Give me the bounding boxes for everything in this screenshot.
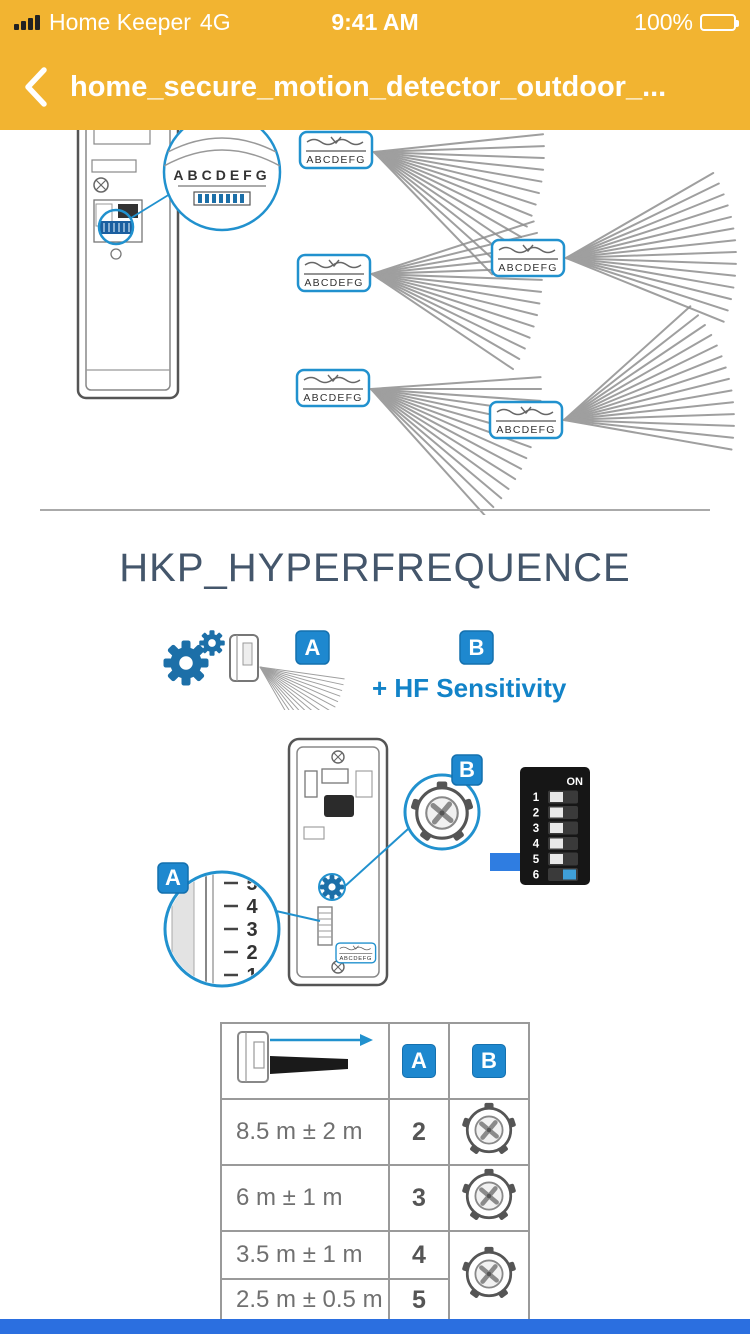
beam-pattern-diagram: ABCDEFG <box>40 130 750 524</box>
hf-sensitivity-label: + HF Sensitivity <box>372 673 567 703</box>
zoom-beam-label: ABCDEFG <box>173 167 270 183</box>
detector-head <box>295 368 371 408</box>
nav-bar: home_secure_motion_detector_outdoor_... <box>0 44 750 130</box>
range-table: A B 8.5 m ± 2 m 2 6 m ± 1 m 3 3.5 m ± 1 … <box>220 1022 530 1322</box>
detector-head <box>490 238 566 278</box>
dip-on-label: ON <box>567 776 584 788</box>
beam-fan <box>250 666 345 746</box>
dip-connector <box>100 221 132 234</box>
magnifier-callout: ABCDEFG <box>162 130 282 232</box>
badge-a: A <box>295 630 330 665</box>
detector-internal-view <box>287 737 389 987</box>
screw-icon <box>331 960 345 974</box>
range-value: 8.5 m ± 2 m <box>220 1098 390 1166</box>
col-b-header: B <box>448 1022 530 1100</box>
svg-text:4: 4 <box>246 896 258 918</box>
beam-fan <box>370 376 551 524</box>
beam-fan <box>565 172 750 376</box>
col-a-header: A <box>388 1022 450 1100</box>
svg-text:5: 5 <box>246 873 257 895</box>
setting-a-value: 5 <box>388 1278 450 1322</box>
svg-text:1: 1 <box>246 965 257 987</box>
setting-a-value: 4 <box>388 1230 450 1280</box>
svg-text:3: 3 <box>533 823 539 835</box>
table-row: 8.5 m ± 2 m 2 <box>220 1098 530 1166</box>
detector-head <box>488 400 564 440</box>
hf-potentiometer <box>320 875 344 899</box>
beam-fan <box>563 305 750 521</box>
svg-text:5: 5 <box>533 854 540 866</box>
svg-text:3: 3 <box>246 919 257 941</box>
detector-front-view <box>76 130 180 400</box>
svg-text:6: 6 <box>533 870 539 882</box>
range-value: 3.5 m ± 1 m <box>220 1230 390 1280</box>
svg-text:A: A <box>305 635 321 660</box>
table-row: 2.5 m ± 0.5 m 5 <box>220 1278 529 1322</box>
hf-settings-legend: A B + HF Sensitivity <box>163 630 567 746</box>
range-icon-cell <box>220 1022 390 1100</box>
gear-icon-small <box>199 630 225 656</box>
back-button[interactable] <box>16 59 56 115</box>
battery-icon <box>700 13 739 31</box>
cell-signal-icon <box>14 14 40 30</box>
badge-b: B <box>459 757 475 782</box>
setting-a-value: 3 <box>388 1164 450 1232</box>
dip-switch-6-on <box>563 869 576 880</box>
table-row: 6 m ± 1 m 3 <box>220 1164 530 1232</box>
adjustment-diagram: B ON 1 2 3 4 5 6 <box>157 737 590 988</box>
badge-a: A <box>165 865 181 890</box>
carrier-label: Home Keeper <box>49 8 191 35</box>
clock-label: 9:41 AM <box>331 8 419 35</box>
detector-head-mini <box>335 942 377 964</box>
bottom-bar <box>0 1319 750 1334</box>
sensitivity-dial-icon <box>460 1167 518 1225</box>
range-arrow-icon <box>237 1030 373 1083</box>
zoom-source-circle <box>97 208 135 246</box>
range-value: 2.5 m ± 0.5 m <box>220 1278 390 1322</box>
badge-b: B <box>472 1044 506 1078</box>
badge-a: A <box>402 1044 436 1078</box>
document-viewer[interactable]: ABCDEFG <box>0 130 750 1334</box>
badge-b: B <box>459 630 494 665</box>
range-value: 6 m ± 1 m <box>220 1164 390 1232</box>
screw-icon <box>93 177 109 193</box>
setting-a-value: 2 <box>388 1098 450 1166</box>
app-header: Home Keeper 4G 9:41 AM 100% home_secure_… <box>0 0 750 130</box>
document-title: home_secure_motion_detector_outdoor_... <box>70 70 667 103</box>
svg-text:1: 1 <box>533 792 540 804</box>
detector-side-view <box>229 634 259 682</box>
network-label: 4G <box>199 8 231 35</box>
dip-switch-block: ON 1 2 3 4 5 6 <box>520 767 590 885</box>
status-bar: Home Keeper 4G 9:41 AM 100% <box>0 0 750 44</box>
battery-percent-label: 100% <box>634 8 693 35</box>
screw-icon <box>331 750 345 764</box>
svg-text:2: 2 <box>533 808 539 820</box>
callout-a: 5 4 3 2 1 A <box>157 862 281 988</box>
page-title: HKP_HYPERFREQUENCE <box>119 546 631 590</box>
sensitivity-dial-icon <box>460 1101 518 1159</box>
callout-b: B <box>403 754 483 851</box>
svg-text:B: B <box>469 635 485 660</box>
chevron-left-icon <box>25 67 47 107</box>
dial-cell <box>448 1098 530 1166</box>
dial-cell <box>448 1164 530 1232</box>
sensitivity-dial-icon <box>460 1245 518 1303</box>
detector-head <box>296 253 372 293</box>
svg-text:2: 2 <box>246 942 257 964</box>
table-row: 3.5 m ± 1 m 4 <box>220 1230 530 1322</box>
detector-head <box>298 130 374 170</box>
dip-connector <box>317 906 333 946</box>
svg-text:4: 4 <box>533 839 540 851</box>
dial-cell <box>448 1230 530 1322</box>
gear-icon <box>163 640 209 686</box>
